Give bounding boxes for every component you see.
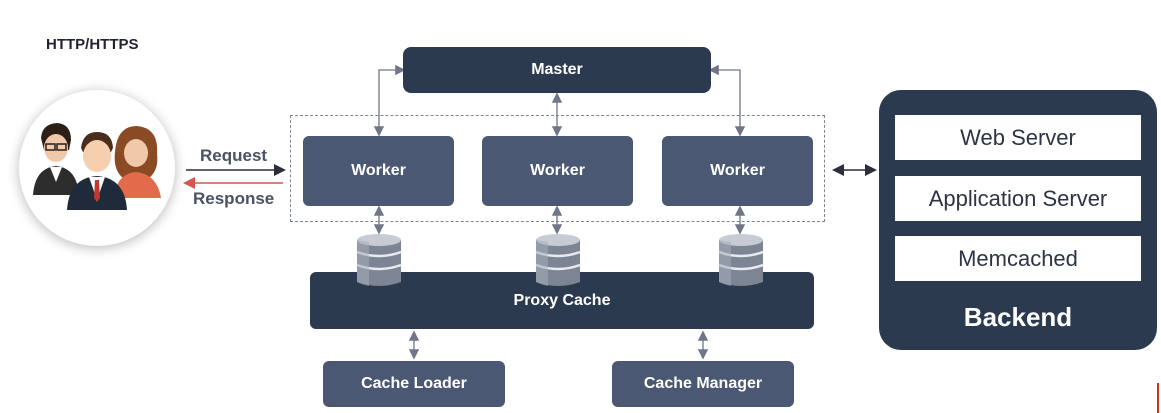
request-label: Request	[200, 146, 268, 165]
cache-manager: Cache Manager	[612, 361, 794, 407]
users-illustration	[19, 90, 175, 246]
worker-node: Worker	[662, 136, 813, 206]
response-label: Response	[193, 189, 275, 208]
worker-node: Worker	[303, 136, 454, 206]
backend-panel: Web Server Application Server Memcached …	[879, 90, 1157, 350]
database-icon	[535, 234, 581, 286]
application-server: Application Server	[895, 176, 1141, 221]
protocol-label: HTTP/HTTPS	[46, 36, 139, 53]
cache-loader: Cache Loader	[323, 361, 505, 407]
backend-title: Backend	[963, 302, 1073, 332]
worker-group-boundary	[290, 115, 825, 222]
memcached: Memcached	[895, 236, 1141, 281]
database-icon	[718, 234, 764, 286]
users-icon	[33, 123, 161, 210]
master-node: Master	[403, 47, 711, 93]
progress-marker	[1157, 383, 1159, 413]
database-icon	[356, 234, 402, 286]
web-server: Web Server	[895, 115, 1141, 160]
worker-node: Worker	[482, 136, 633, 206]
